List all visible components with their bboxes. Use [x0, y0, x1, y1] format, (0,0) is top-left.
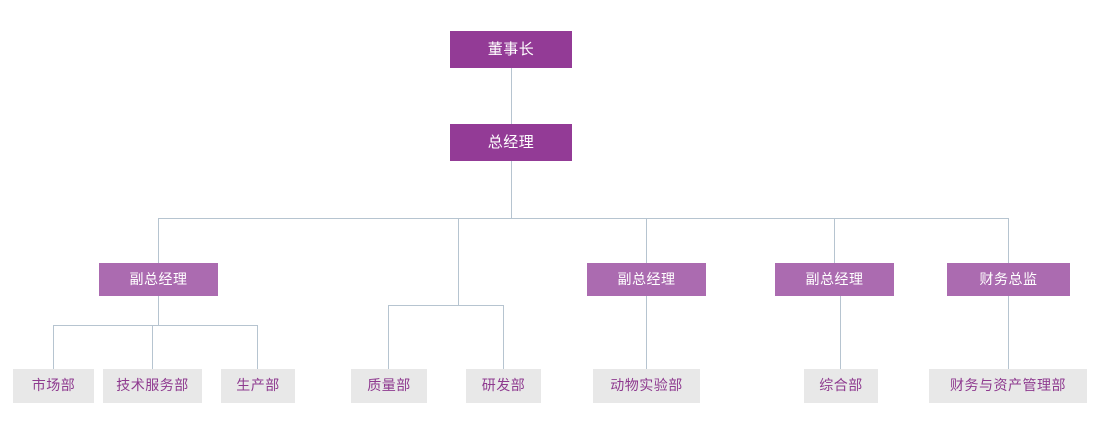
connector-bus-drop-finance-director	[1008, 218, 1009, 263]
node-dept-finance-asset[interactable]: 财务与资产管理部	[929, 369, 1087, 403]
node-chairman[interactable]: 董事长	[450, 31, 572, 68]
node-dept-rnd-label: 研发部	[481, 378, 526, 394]
node-finance-director[interactable]: 财务总监	[947, 263, 1070, 296]
node-general-manager-label: 总经理	[487, 133, 535, 151]
connector-chairman-to-general-manager	[511, 68, 512, 124]
node-dept-animal-lab-label: 动物实验部	[610, 378, 683, 394]
node-dept-general-affairs-label: 综合部	[819, 378, 863, 394]
node-finance-director-label: 财务总监	[979, 271, 1038, 288]
node-deputy-gm-3-label: 副总经理	[805, 271, 864, 288]
connector-level2-bus	[158, 218, 1009, 219]
node-chairman-label: 董事长	[487, 40, 535, 58]
connector-to-dept-production	[257, 325, 258, 370]
connector-to-dept-quality	[388, 305, 389, 370]
node-general-manager[interactable]: 总经理	[450, 124, 572, 161]
node-dept-marketing-label: 市场部	[31, 378, 76, 394]
connector-bus-drop-deputy-1	[158, 218, 159, 263]
node-dept-general-affairs[interactable]: 综合部	[804, 369, 878, 403]
connector-bus-drop-deputy-3	[834, 218, 835, 263]
node-dept-animal-lab[interactable]: 动物实验部	[593, 369, 700, 403]
node-dept-marketing[interactable]: 市场部	[13, 369, 94, 403]
connector-deputy-1-drop	[158, 296, 159, 325]
node-dept-production[interactable]: 生产部	[221, 369, 295, 403]
node-deputy-gm-2[interactable]: 副总经理	[587, 263, 706, 296]
node-dept-production-label: 生产部	[236, 378, 280, 394]
node-deputy-gm-3[interactable]: 副总经理	[775, 263, 894, 296]
node-dept-rnd[interactable]: 研发部	[466, 369, 541, 403]
connector-to-dept-rnd	[503, 305, 504, 370]
node-dept-tech-service[interactable]: 技术服务部	[103, 369, 202, 403]
node-dept-tech-service-label: 技术服务部	[116, 378, 189, 394]
connector-to-dept-tech-service	[152, 325, 153, 370]
connector-bus-drop-branch-2	[458, 218, 459, 305]
node-dept-quality[interactable]: 质量部	[351, 369, 427, 403]
connector-branch-2-bus	[388, 305, 504, 306]
node-deputy-gm-2-label: 副总经理	[617, 271, 676, 288]
connector-to-dept-animal-lab	[646, 296, 647, 370]
connector-deputy-1-bus	[53, 325, 258, 326]
connector-to-dept-finance-asset	[1008, 296, 1009, 370]
connector-to-dept-marketing	[53, 325, 54, 370]
node-dept-finance-asset-label: 财务与资产管理部	[950, 378, 1066, 394]
connector-bus-drop-deputy-2	[646, 218, 647, 263]
node-dept-quality-label: 质量部	[367, 378, 411, 394]
connector-general-manager-drop	[511, 161, 512, 218]
node-deputy-gm-1[interactable]: 副总经理	[99, 263, 218, 296]
node-deputy-gm-1-label: 副总经理	[129, 271, 188, 288]
connector-to-dept-general-affairs	[840, 296, 841, 370]
